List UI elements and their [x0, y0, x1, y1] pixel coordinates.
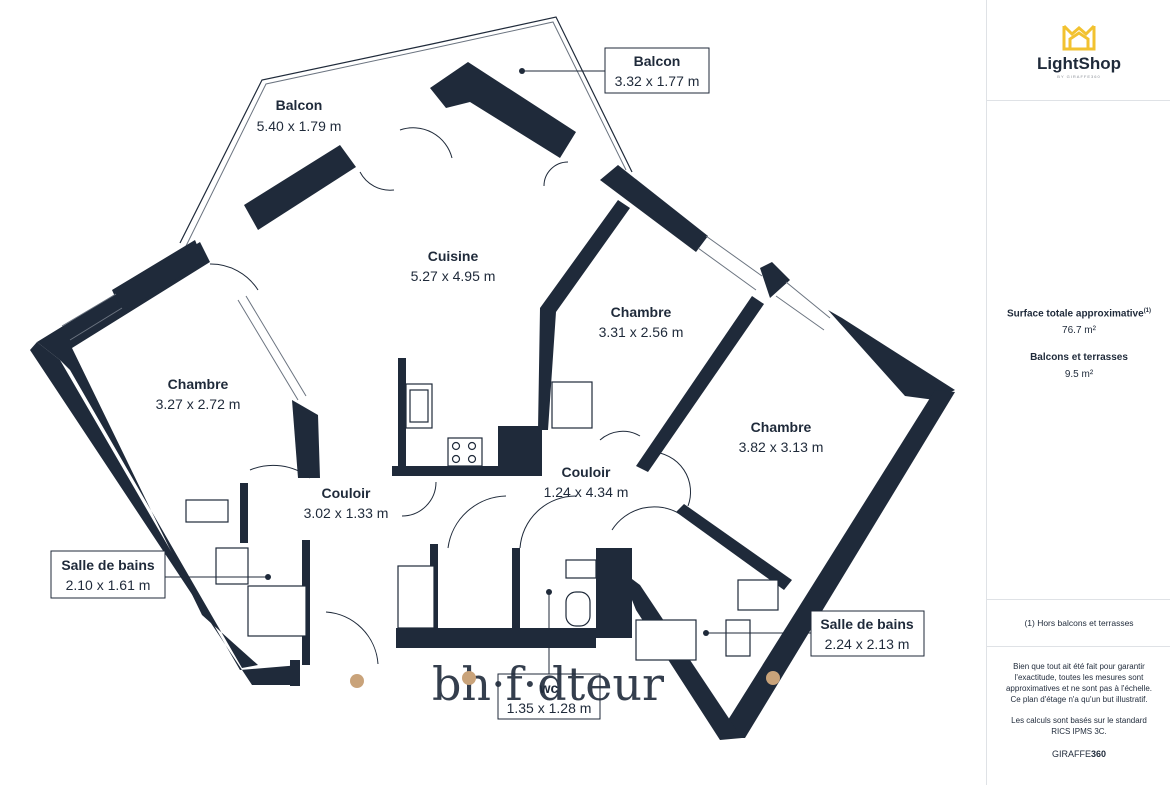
- callout-wc: wc 1.35 x 1.28 m: [497, 589, 601, 720]
- svg-text:2.24 x 2.13 m: 2.24 x 2.13 m: [825, 636, 910, 652]
- room-label-chambre-left: Chambre 3.27 x 2.72 m: [156, 376, 241, 412]
- room-label-couloir-left: Couloir 3.02 x 1.33 m: [304, 485, 389, 521]
- svg-text:Balcon: Balcon: [276, 97, 323, 113]
- fixtures: [185, 381, 779, 661]
- svg-text:Chambre: Chambre: [611, 304, 672, 320]
- svg-text:5.40 x 1.79 m: 5.40 x 1.79 m: [257, 118, 342, 134]
- svg-text:Salle de bains: Salle de bains: [61, 557, 155, 573]
- disclaimer-text-2: Les calculs sont basés sur le standard R…: [1011, 716, 1147, 736]
- brand-tagline: BY GIRAFFE360: [1057, 73, 1101, 79]
- svg-text:3.32 x 1.77 m: 3.32 x 1.77 m: [615, 73, 700, 89]
- disclaimer: Bien que tout ait été fait pour garantir…: [987, 647, 1170, 760]
- svg-text:Chambre: Chambre: [751, 419, 812, 435]
- svg-text:Cuisine: Cuisine: [428, 248, 479, 264]
- svg-text:Chambre: Chambre: [168, 376, 229, 392]
- room-label-chambre-right: Chambre 3.82 x 3.13 m: [739, 419, 824, 455]
- svg-text:Balcon: Balcon: [634, 53, 681, 69]
- surface-label: Surface totale approximative(1): [1006, 307, 1152, 320]
- room-label-cuisine: Cuisine 5.27 x 4.95 m: [411, 248, 496, 284]
- surface-summary: Surface totale approximative(1) 76.7 m² …: [987, 101, 1170, 600]
- svg-text:Couloir: Couloir: [322, 485, 372, 501]
- svg-text:wc: wc: [539, 680, 559, 696]
- svg-text:3.27 x 2.72 m: 3.27 x 2.72 m: [156, 396, 241, 412]
- balcons-value: 9.5 m²: [1064, 369, 1094, 381]
- brand-logo: LightShop BY GIRAFFE360: [987, 0, 1170, 101]
- info-sidebar: LightShop BY GIRAFFE360 Surface totale a…: [986, 0, 1170, 785]
- callout-balcon-right: Balcon 3.32 x 1.77 m: [519, 47, 710, 94]
- svg-text:2.10 x 1.61 m: 2.10 x 1.61 m: [66, 577, 151, 593]
- interior-walls: [240, 200, 792, 665]
- svg-text:3.31 x 2.56 m: 3.31 x 2.56 m: [599, 324, 684, 340]
- svg-text:1.35 x 1.28 m: 1.35 x 1.28 m: [507, 700, 592, 716]
- svg-text:Couloir: Couloir: [562, 464, 612, 480]
- doors: [209, 127, 692, 665]
- footnote: (1) Hors balcons et terrasses: [987, 600, 1170, 647]
- windows: [61, 235, 831, 401]
- brand-name: LightShop: [1036, 53, 1122, 73]
- svg-text:3.82 x 3.13 m: 3.82 x 3.13 m: [739, 439, 824, 455]
- svg-text:5.27 x 4.95 m: 5.27 x 4.95 m: [411, 268, 496, 284]
- callout-sdb-right: Salle de bains 2.24 x 2.13 m: [703, 610, 925, 657]
- svg-text:Salle de bains: Salle de bains: [820, 616, 914, 632]
- lightshop-logo-icon: [1062, 24, 1096, 50]
- room-label-couloir-right: Couloir 1.24 x 4.34 m: [544, 464, 629, 500]
- watermark: bh·f·dteur: [350, 657, 780, 711]
- floor-plan: Balcon 5.40 x 1.79 m Cuisine 5.27 x 4.95…: [30, 16, 955, 740]
- surface-value: 76.7 m²: [1062, 325, 1096, 337]
- balcons-label: Balcons et terrasses: [1030, 352, 1128, 364]
- room-label-balcon-left: Balcon 5.40 x 1.79 m: [257, 97, 342, 134]
- exterior-walls: [30, 62, 955, 740]
- footer-brand: GIRAFFE360: [1051, 749, 1107, 759]
- callout-sdb-left: Salle de bains 2.10 x 1.61 m: [50, 550, 271, 599]
- disclaimer-text-1: Bien que tout ait été fait pour garantir…: [1005, 662, 1153, 704]
- svg-text:3.02 x 1.33 m: 3.02 x 1.33 m: [304, 505, 389, 521]
- room-label-chambre-center: Chambre 3.31 x 2.56 m: [599, 304, 684, 340]
- svg-text:1.24 x 4.34 m: 1.24 x 4.34 m: [544, 484, 629, 500]
